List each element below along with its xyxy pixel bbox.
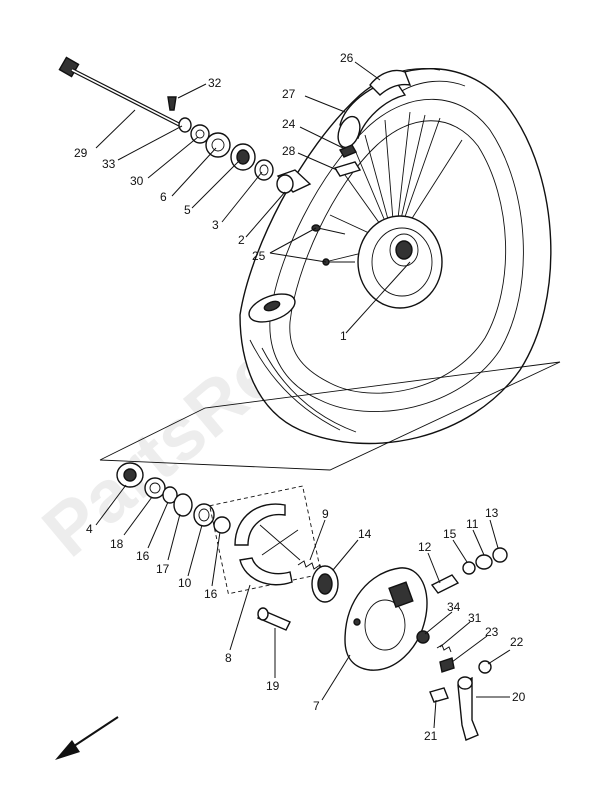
callout-11: 11 — [466, 517, 479, 531]
callout-labels: 32 29 33 30 6 5 3 2 25 1 26 27 24 28 4 1… — [74, 51, 526, 743]
leader-lines — [95, 61, 511, 729]
callout-28: 28 — [282, 144, 296, 158]
hub — [357, 215, 443, 309]
callout-6: 6 — [160, 190, 167, 204]
callout-8: 8 — [225, 651, 232, 665]
callout-17: 17 — [156, 562, 170, 576]
callout-22: 22 — [510, 635, 524, 649]
callout-10: 10 — [178, 576, 192, 590]
callout-34: 34 — [447, 600, 461, 614]
callout-1: 1 — [340, 329, 347, 343]
callout-24: 24 — [282, 117, 296, 131]
callout-18: 18 — [110, 537, 124, 551]
callout-29: 29 — [74, 146, 88, 160]
callout-26: 26 — [340, 51, 354, 65]
callout-19: 19 — [266, 679, 280, 693]
axle-assembly — [58, 56, 312, 194]
callout-31: 31 — [468, 611, 482, 625]
brake-assembly — [116, 462, 508, 741]
callout-9: 9 — [322, 507, 329, 521]
callout-4: 4 — [86, 522, 93, 536]
callout-27: 27 — [282, 87, 296, 101]
callout-30: 30 — [130, 174, 144, 188]
tube-and-band — [333, 69, 412, 177]
front-direction-arrow-icon — [55, 716, 119, 760]
callout-15: 15 — [443, 527, 457, 541]
callout-2: 2 — [238, 233, 245, 247]
callout-3: 3 — [212, 218, 219, 232]
callout-14: 14 — [358, 527, 372, 541]
callout-16-a: 16 — [136, 549, 150, 563]
callout-16-b: 16 — [204, 587, 218, 601]
callout-20: 20 — [512, 690, 526, 704]
callout-33: 33 — [102, 157, 116, 171]
callout-12: 12 — [418, 540, 432, 554]
callout-5: 5 — [184, 203, 191, 217]
callout-23: 23 — [485, 625, 499, 639]
callout-7: 7 — [313, 699, 320, 713]
callout-21: 21 — [424, 729, 438, 743]
callout-13: 13 — [485, 506, 499, 520]
wheel-assembly — [239, 68, 552, 445]
callout-25: 25 — [252, 249, 266, 263]
callout-32: 32 — [208, 76, 222, 90]
